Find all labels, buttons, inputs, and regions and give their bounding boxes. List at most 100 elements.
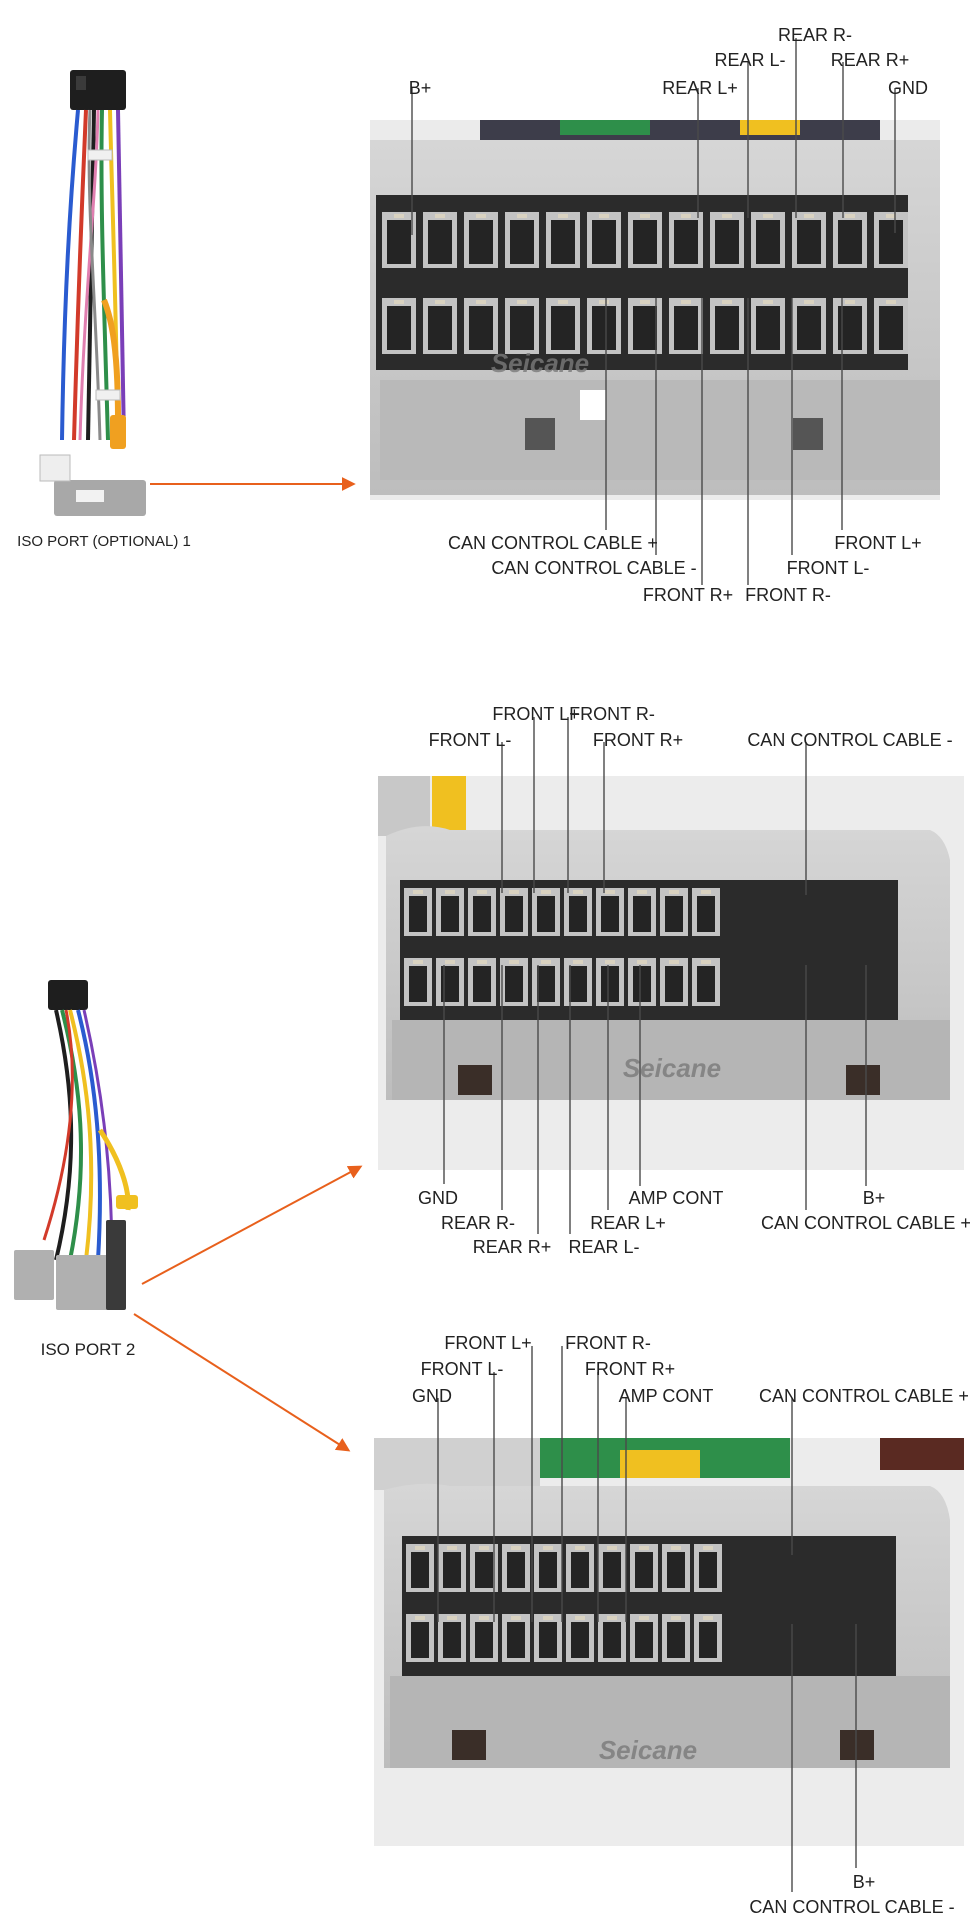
connector-3-photo: Seicane <box>374 1438 964 1846</box>
pin-contact <box>509 960 519 964</box>
pin-contact <box>640 300 650 304</box>
connector-1-wires <box>560 120 650 135</box>
pin-cavity <box>507 1552 525 1588</box>
pin-contact <box>415 1616 425 1620</box>
connector-1-slot <box>580 390 606 420</box>
pin-contact <box>517 214 527 218</box>
connector-1-watermark: Seicane <box>491 348 589 378</box>
harness-1-tag <box>95 389 121 401</box>
pin-contact <box>477 960 487 964</box>
label-front-l-minus: FRONT L- <box>787 558 870 578</box>
pin-cavity <box>539 1552 557 1588</box>
pin-cavity <box>469 220 493 264</box>
pin-contact <box>637 960 647 964</box>
connector-3-labels: FRONT L+ FRONT R- FRONT L- FRONT R+ GND … <box>412 1333 969 1917</box>
pin-contact <box>447 1546 457 1550</box>
pin-contact <box>703 1546 713 1550</box>
pin-contact <box>573 890 583 894</box>
pin-contact <box>445 960 455 964</box>
label-can-control-cable-plus: CAN CONTROL CABLE + <box>448 533 658 553</box>
pin-contact <box>845 300 855 304</box>
connector-2-photo: Seicane <box>378 776 964 1170</box>
pin-contact <box>476 300 486 304</box>
connector-2-leaders <box>443 717 867 1234</box>
connector-3-slot <box>452 1730 486 1760</box>
label-rear-r-plus: REAR R+ <box>831 50 910 70</box>
harness-1-wire <box>116 109 126 441</box>
label-rear-l-plus: REAR L+ <box>662 78 738 98</box>
pin-cavity <box>603 1622 621 1658</box>
pin-cavity <box>603 1552 621 1588</box>
pin-cavity <box>537 896 555 932</box>
label-rear-l-minus: REAR L- <box>714 50 785 70</box>
pin-contact <box>607 1546 617 1550</box>
pin-cavity <box>674 306 698 350</box>
label-front-r-minus: FRONT R- <box>565 1333 651 1353</box>
harness-2-wire <box>76 1009 102 1261</box>
pin-cavity <box>469 306 493 350</box>
label-rear-r-minus: REAR R- <box>778 25 852 45</box>
connector-3-watermark: Seicane <box>599 1735 697 1765</box>
label-can-control-cable-minus: CAN CONTROL CABLE - <box>491 558 696 578</box>
label-can-control-cable-minus: CAN CONTROL CABLE - <box>749 1897 954 1917</box>
pin-cavity <box>409 896 427 932</box>
pin-contact <box>640 214 650 218</box>
label-front-l-plus: FRONT L+ <box>492 704 579 724</box>
pin-contact <box>886 300 896 304</box>
connector-3-slot <box>840 1730 874 1760</box>
pin-cavity <box>387 220 411 264</box>
connector-1-lower-shell <box>380 380 940 480</box>
pin-cavity <box>387 306 411 350</box>
connector-1-photo: Seicane <box>370 120 940 500</box>
harness-1-small-plug <box>39 454 71 482</box>
connector-2-pin-grid <box>404 888 720 1006</box>
label-b-plus: B+ <box>853 1872 876 1892</box>
label-rear-r-plus: REAR R+ <box>473 1237 552 1257</box>
harness-2-iso-plug-a <box>14 1250 54 1300</box>
pin-contact <box>671 1546 681 1550</box>
connector-2-slot <box>846 1065 880 1095</box>
connector-3-wires <box>620 1450 700 1478</box>
pin-contact <box>681 300 691 304</box>
pin-cavity <box>879 306 903 350</box>
pin-cavity <box>697 966 715 1002</box>
pin-contact <box>681 214 691 218</box>
pin-cavity <box>699 1622 717 1658</box>
pin-cavity <box>551 306 575 350</box>
label-amp-cont: AMP CONT <box>619 1386 714 1406</box>
harness-2-arrow-lower <box>133 1313 351 1452</box>
label-rear-l-plus: REAR L+ <box>590 1213 666 1233</box>
pin-cavity <box>409 966 427 1002</box>
label-b-plus: B+ <box>863 1188 886 1208</box>
pin-cavity <box>665 896 683 932</box>
pin-cavity <box>510 306 534 350</box>
harness-1-wire <box>87 109 102 441</box>
connector-1-slot <box>793 418 823 450</box>
harness-2-wire <box>68 1009 94 1261</box>
harness-1-tag <box>87 149 113 161</box>
pin-contact <box>445 890 455 894</box>
pin-contact <box>671 1616 681 1620</box>
connector-2-wires <box>378 776 430 836</box>
pin-cavity <box>592 306 616 350</box>
label-front-r-plus: FRONT R+ <box>593 730 683 750</box>
label-front-l-plus: FRONT L+ <box>444 1333 531 1353</box>
pin-cavity <box>697 896 715 932</box>
pin-contact <box>639 1616 649 1620</box>
label-front-r-minus: FRONT R- <box>745 585 831 605</box>
label-front-l-minus: FRONT L- <box>421 1359 504 1379</box>
harness-1-caption: ISO PORT (OPTIONAL) 1 <box>17 533 191 550</box>
pin-cavity <box>699 1552 717 1588</box>
connector-2-watermark: Seicane <box>623 1053 721 1083</box>
pin-cavity <box>505 966 523 1002</box>
pin-cavity <box>797 220 821 264</box>
pin-cavity <box>667 1552 685 1588</box>
pin-contact <box>447 1616 457 1620</box>
connector-3-pin-grid <box>406 1544 722 1662</box>
pin-cavity <box>601 896 619 932</box>
pin-cavity <box>797 306 821 350</box>
pin-cavity <box>428 220 452 264</box>
pin-contact <box>701 960 711 964</box>
harness-1-wire <box>99 109 110 441</box>
pin-contact <box>479 1616 489 1620</box>
